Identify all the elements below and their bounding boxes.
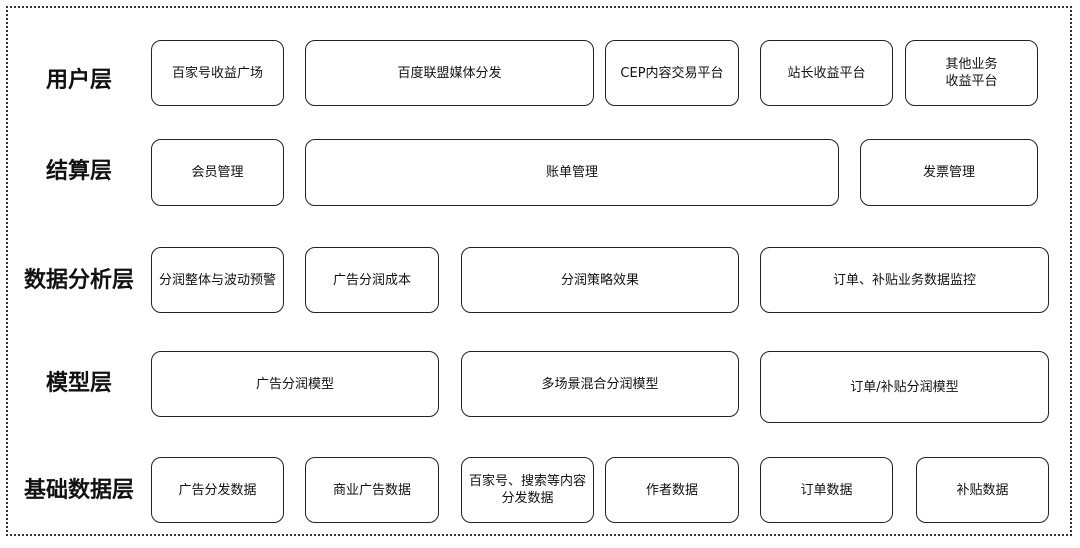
box-ad-profit-model: 广告分润模型 bbox=[151, 351, 439, 417]
box-order-subsidy-monitor: 订单、补贴业务数据监控 bbox=[760, 247, 1049, 313]
box-invoice-management: 发票管理 bbox=[860, 139, 1038, 206]
box-ad-profit-cost: 广告分润成本 bbox=[305, 247, 439, 313]
layer-label-user: 用户层 bbox=[45, 68, 112, 93]
layer-label-base-data: 基础数据层 bbox=[23, 478, 134, 503]
layer-label-settlement: 结算层 bbox=[45, 159, 112, 184]
box-cep-platform: CEP内容交易平台 bbox=[605, 40, 739, 106]
box-author-data: 作者数据 bbox=[605, 457, 739, 523]
box-order-data: 订单数据 bbox=[760, 457, 893, 523]
box-content-distribution-data: 百家号、搜索等内容 分发数据 bbox=[461, 457, 594, 523]
box-member-management: 会员管理 bbox=[151, 139, 284, 206]
box-baijiahao-revenue: 百家号收益广场 bbox=[151, 40, 284, 106]
box-profit-overall-warning: 分润整体与波动预警 bbox=[151, 247, 284, 313]
box-union-media: 百度联盟媒体分发 bbox=[305, 40, 594, 106]
diagram-frame bbox=[6, 6, 1072, 536]
box-bill-management: 账单管理 bbox=[305, 139, 839, 206]
box-order-subsidy-model: 订单/补贴分润模型 bbox=[760, 351, 1049, 423]
layer-label-data-analysis: 数据分析层 bbox=[23, 268, 134, 293]
box-other-business: 其他业务 收益平台 bbox=[905, 40, 1038, 106]
box-multi-scene-model: 多场景混合分润模型 bbox=[461, 351, 739, 417]
box-profit-strategy-effect: 分润策略效果 bbox=[461, 247, 739, 313]
box-webmaster-revenue: 站长收益平台 bbox=[760, 40, 893, 106]
box-commercial-ad-data: 商业广告数据 bbox=[305, 457, 439, 523]
box-subsidy-data: 补贴数据 bbox=[916, 457, 1049, 523]
box-ad-distribution-data: 广告分发数据 bbox=[151, 457, 284, 523]
layer-label-model: 模型层 bbox=[45, 371, 112, 396]
